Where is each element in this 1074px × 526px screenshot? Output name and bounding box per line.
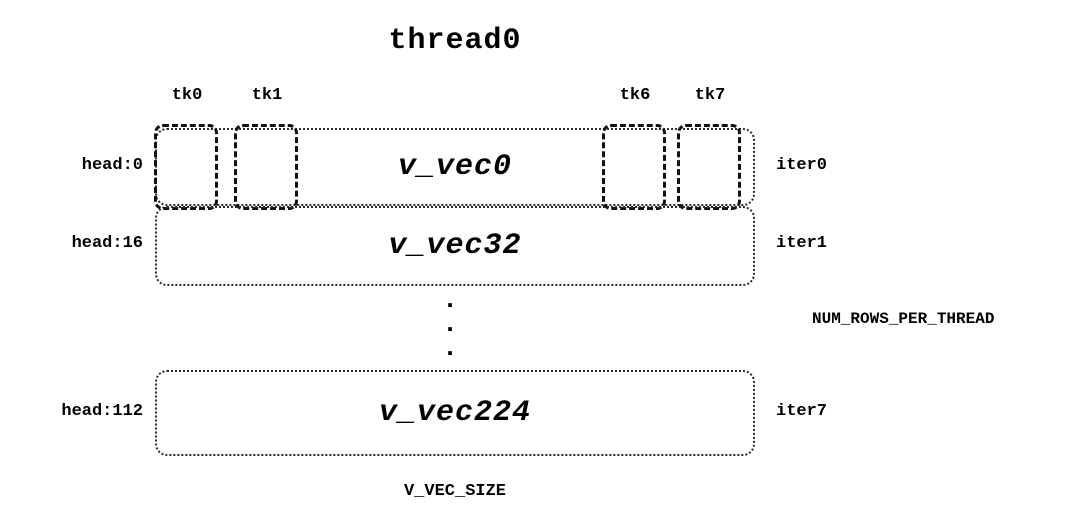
diagram-title: thread0 [388, 24, 522, 58]
tk1-box [234, 124, 298, 210]
v-vec-size-label: V_VEC_SIZE [403, 482, 507, 501]
num-rows-per-thread-annotation: NUM_ROWS_PER_THREAD [812, 310, 995, 328]
iter-label-iter0: iter0 [776, 156, 828, 175]
vec-label-iter0: v_vec0 [397, 150, 513, 184]
head-label-iter7: head:112 [61, 402, 143, 421]
vec-label-iter1: v_vec32 [388, 229, 522, 263]
row-box-iter1: v_vec32 [155, 206, 755, 286]
iter-label-iter1: iter1 [776, 234, 828, 253]
row-box-iter7: v_vec224 [155, 370, 755, 456]
iter-label-iter7: iter7 [776, 402, 828, 421]
tk6-box [602, 124, 666, 210]
tk6-label: tk6 [619, 86, 651, 105]
tk0-label: tk0 [171, 86, 203, 105]
vertical-ellipsis: . . . [442, 285, 458, 363]
tk1-label: tk1 [251, 86, 283, 105]
tk7-label: tk7 [694, 86, 726, 105]
head-label-iter1: head:16 [71, 234, 143, 253]
tk7-box [677, 124, 741, 210]
head-label-iter0: head:0 [81, 156, 143, 175]
vec-label-iter7: v_vec224 [378, 396, 532, 430]
tk0-box [154, 124, 218, 210]
